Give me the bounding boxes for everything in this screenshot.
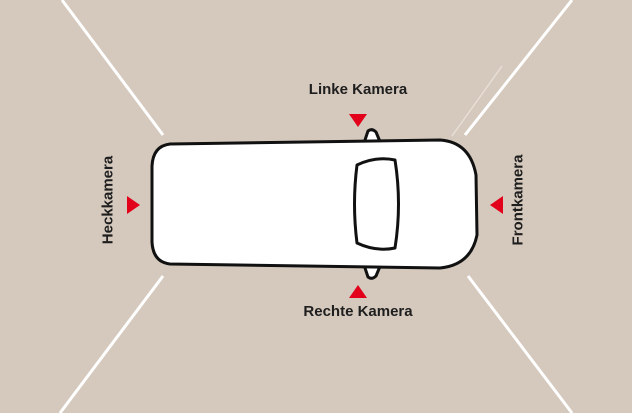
right-camera-label: Rechte Kamera (303, 303, 413, 320)
windshield (353, 157, 400, 251)
car-top-view (150, 128, 479, 280)
faint-view-line (451, 65, 503, 137)
front-right-view-line (466, 275, 574, 413)
camera-markers (127, 114, 503, 298)
front-left-view-line (463, 0, 574, 136)
rear-right-view-line (58, 275, 165, 413)
car-body (150, 138, 479, 270)
left-camera-label: Linke Kamera (308, 81, 408, 98)
view-boundary-lines (58, 0, 574, 413)
front-camera-label: Frontkamera (509, 154, 527, 246)
rear-camera-marker (127, 196, 140, 214)
rear-left-view-line (60, 0, 165, 136)
front-camera-marker (490, 196, 503, 214)
right-camera-marker (349, 285, 367, 298)
rear-camera-label: Heckkamera (99, 155, 117, 245)
left-camera-marker (349, 114, 367, 127)
